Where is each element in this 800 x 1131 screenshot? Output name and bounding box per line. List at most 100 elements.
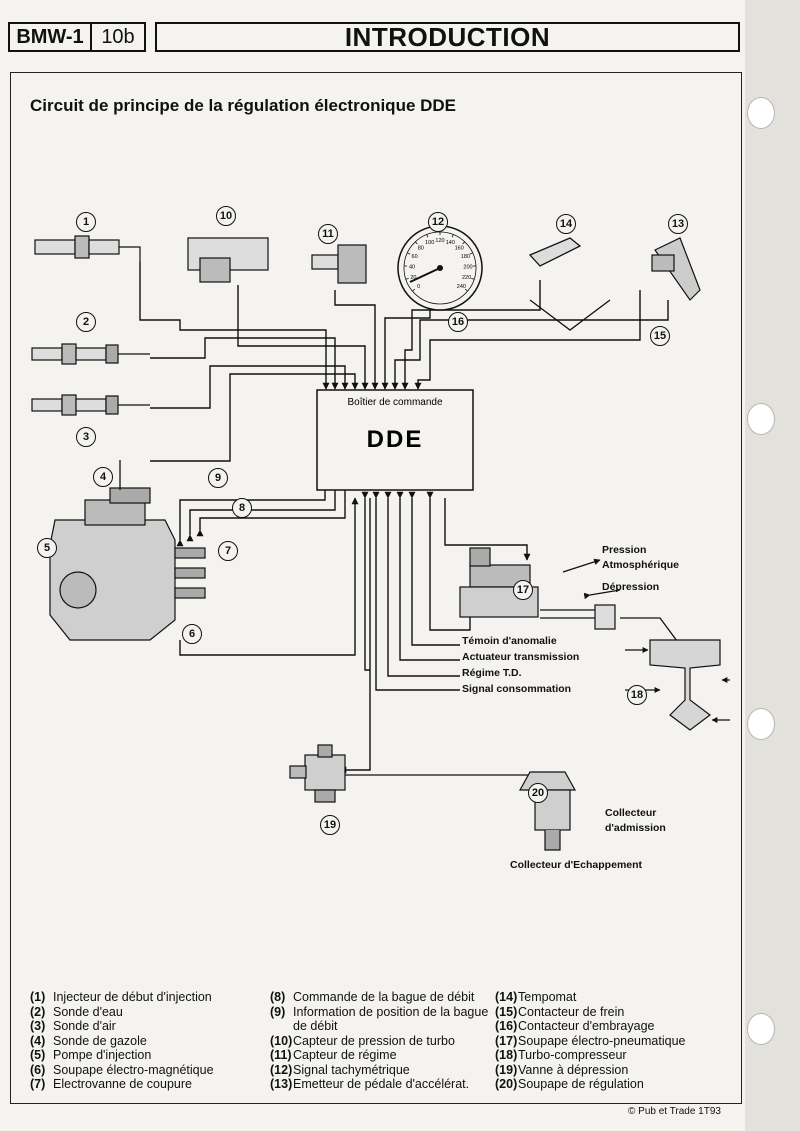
component-number-17: 17	[513, 580, 533, 600]
page-title: INTRODUCTION	[155, 22, 740, 52]
legend-item: (6) Soupape électro-magnétique	[30, 1063, 270, 1078]
punch-hole	[747, 403, 775, 435]
component-number-2: 2	[76, 312, 96, 332]
legend-number: (12)	[270, 1062, 293, 1077]
vacuum-label: Dépression	[602, 581, 660, 593]
legend-text: Emetteur de pédale d'accélérat.	[293, 1077, 470, 1091]
gauge-tick-label: 120	[435, 238, 444, 244]
component-number-13: 13	[668, 214, 688, 234]
legend-number: (16)	[495, 1019, 518, 1033]
legend-text: Contacteur de frein	[518, 1004, 625, 1019]
gauge-tick-mark	[469, 252, 473, 255]
gauge-tick-label: 80	[418, 246, 424, 252]
gauge-tick-label: 100	[425, 240, 434, 246]
legend-number: (10)	[270, 1033, 293, 1048]
legend-item: (10)Capteur de pression de turbo	[270, 1034, 495, 1049]
exhaust-manifold-label: Collecteur d'Echappement	[510, 859, 643, 871]
output-wires	[176, 490, 531, 774]
legend-text: Sonde de gazole	[53, 1033, 147, 1048]
legend-column-3: (14)Tempomat(15)Contacteur de frein(16)C…	[495, 990, 735, 1092]
legend-item: (15)Contacteur de frein	[495, 1005, 735, 1020]
legend-item: (1) Injecteur de début d'injection	[30, 990, 270, 1005]
legend-text: Sonde d'air	[53, 1019, 116, 1033]
gauge-tick-label: 60	[412, 254, 418, 260]
gauge-tick-mark	[451, 234, 454, 238]
gauge-tick-label: 240	[457, 284, 466, 290]
gauge-tick-mark	[412, 288, 415, 292]
legend-number: (3)	[30, 1019, 46, 1033]
gauge-tick-label: 40	[409, 264, 415, 270]
gauge-tick-mark	[426, 234, 429, 238]
legend-text: Capteur de régime	[293, 1048, 397, 1062]
legend-item: (5)Pompe d'injection	[30, 1048, 270, 1063]
component-number-3: 3	[76, 427, 96, 447]
legend-number: (7)	[30, 1077, 46, 1091]
legend-text: Information de position de la bague de d…	[293, 1004, 489, 1034]
gauge-tick-mark	[407, 252, 411, 255]
legend-text: Sonde d'eau	[53, 1004, 123, 1019]
component-number-20: 20	[528, 783, 548, 803]
legend-text: Soupape électro-magnétique	[53, 1062, 214, 1077]
legend-item: (4)Sonde de gazole	[30, 1034, 270, 1049]
injector-sensor-icon	[34, 235, 141, 262]
legend-number: (18)	[495, 1048, 518, 1062]
legend-item: (2)Sonde d'eau	[30, 1005, 270, 1020]
legend-item: (9)Information de position de la bague d…	[270, 1005, 495, 1034]
component-number-1: 1	[76, 212, 96, 232]
legend-number: (1)	[30, 990, 46, 1004]
atmospheric-label: Atmosphérique	[602, 559, 680, 571]
intake-label-line1: Collecteur	[605, 807, 657, 819]
legend-item: (7) Electrovanne de coupure	[30, 1077, 270, 1092]
intake-manifold-label: Collecteur d'admission	[605, 806, 666, 836]
legend-text: Contacteur d'embrayage	[518, 1019, 655, 1033]
cruise-control-lever-icon	[528, 237, 582, 267]
component-number-11: 11	[318, 224, 338, 244]
legend-number: (20)	[495, 1077, 518, 1091]
regulation-valve-icon	[518, 771, 577, 851]
gauge-tick-mark	[405, 278, 409, 280]
legend-item: (8)Commande de la bague de débit	[270, 990, 495, 1005]
legend-number: (14)	[495, 990, 518, 1004]
component-number-9: 9	[208, 468, 228, 488]
legend-text: Turbo-compresseur	[518, 1048, 627, 1062]
component-number-5: 5	[37, 538, 57, 558]
legend-text: Vanne à dépression	[518, 1062, 629, 1077]
gauge-tick-label: 140	[446, 240, 455, 246]
legend-item: (20)Soupape de régulation	[495, 1077, 735, 1092]
consumption-signal-label: Signal consommation	[462, 683, 572, 695]
legend-number: (13)	[270, 1077, 293, 1091]
binder-strip	[745, 0, 800, 1131]
section-code-box: BMW-1 10b	[8, 22, 146, 52]
legend-text: Commande de la bague de débit	[293, 990, 475, 1004]
input-wires	[139, 262, 669, 462]
content-frame	[10, 72, 742, 1104]
punch-hole	[747, 708, 775, 740]
diagram-title: Circuit de principe de la régulation éle…	[30, 96, 457, 115]
legend-number: (5)	[30, 1048, 46, 1062]
gauge-tick-label: 160	[455, 246, 464, 252]
gauge-tick-label: 20	[410, 275, 416, 281]
manual-code: BMW-1	[10, 24, 92, 50]
component-number-18: 18	[627, 685, 647, 705]
legend-text: Injecteur de début d'injection	[53, 990, 212, 1004]
component-number-15: 15	[650, 326, 670, 346]
gauge-tick-mark	[465, 288, 468, 292]
legend-number: (17)	[495, 1033, 518, 1048]
component-number-19: 19	[320, 815, 340, 835]
intake-label-line2: d'admission	[605, 822, 666, 834]
electro-pneumatic-valve-icon	[459, 547, 616, 630]
legend-text: Electrovanne de coupure	[53, 1077, 192, 1091]
punch-hole	[747, 1013, 775, 1045]
legend-number: (11)	[270, 1048, 292, 1062]
water-sensor-icon	[31, 343, 150, 365]
boost-pressure-sensor-icon	[187, 237, 269, 283]
gauge-tick-mark	[471, 278, 475, 280]
legend-text: Tempomat	[518, 990, 577, 1004]
legend-number: (19)	[495, 1062, 518, 1077]
ecu-box	[316, 389, 474, 491]
legend-number: (6)	[30, 1062, 46, 1077]
gauge-tick-mark	[462, 241, 465, 245]
legend-text: Capteur de pression de turbo	[293, 1033, 455, 1048]
component-number-12: 12	[428, 212, 448, 232]
